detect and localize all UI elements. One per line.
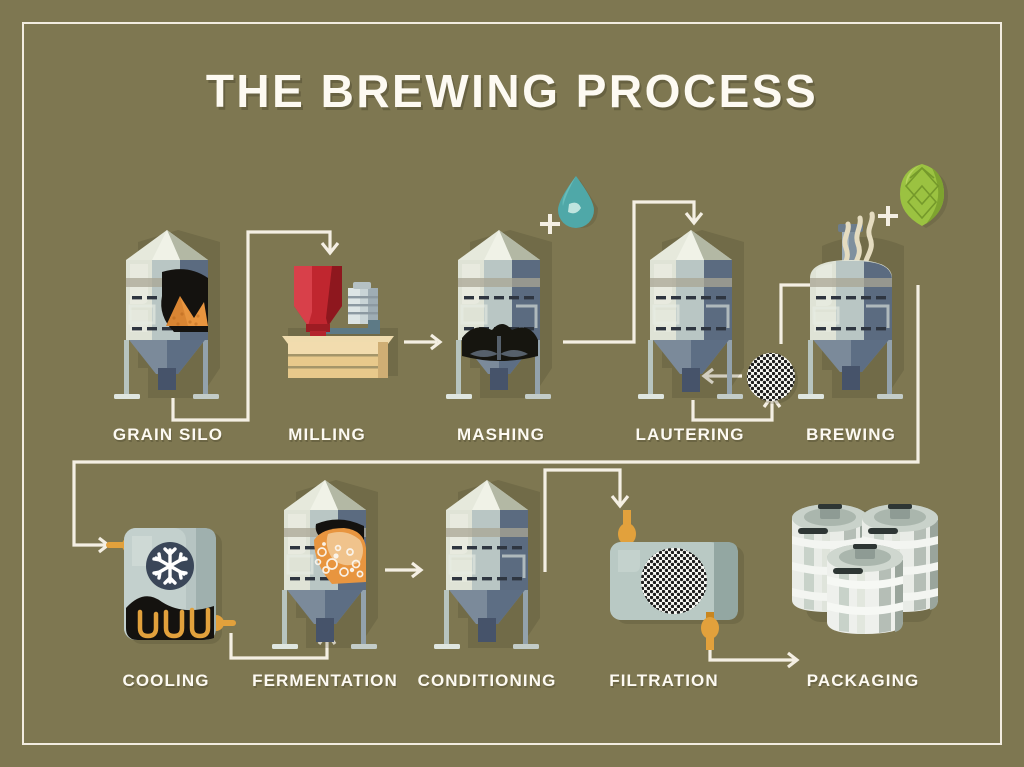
keg xyxy=(827,544,903,634)
kettle-body xyxy=(810,260,892,340)
page-title: THE BREWING PROCESS xyxy=(205,65,819,117)
equipment-mesh-filter-lautering[interactable] xyxy=(742,348,802,408)
stage-illustration-fermentation[interactable] xyxy=(266,478,402,658)
mesh-filter-icon xyxy=(747,353,795,401)
tank-legs xyxy=(272,590,377,649)
snowflake-icon xyxy=(146,542,194,590)
plus-icon xyxy=(540,214,560,234)
stage-label-mashing: MASHING xyxy=(457,425,545,444)
arrow-milling-to-mashing xyxy=(404,333,443,351)
filtration-outlet-valve xyxy=(701,612,719,650)
silo-roof xyxy=(126,230,208,260)
ingredient-water-drop[interactable] xyxy=(536,172,616,242)
stage-illustration-filtration[interactable] xyxy=(596,500,756,650)
mill-hopper xyxy=(294,266,342,339)
tank-body xyxy=(650,260,732,340)
stage-illustration-mashing[interactable] xyxy=(440,228,576,408)
kettle-legs xyxy=(798,340,903,399)
stage-label-lautering: LAUTERING xyxy=(635,425,745,444)
stage-illustration-conditioning[interactable] xyxy=(428,478,564,658)
stage-label-conditioning: CONDITIONING xyxy=(417,671,557,690)
mill-base xyxy=(282,336,394,378)
stage-illustration-grain-silo[interactable] xyxy=(108,228,244,408)
stage-illustration-lautering[interactable] xyxy=(632,228,768,408)
hop-cone-icon xyxy=(900,164,944,226)
stage-label-fermentation: FERMENTATION xyxy=(252,671,398,690)
mash-agitator xyxy=(470,336,528,360)
ingredient-hop-cone[interactable] xyxy=(876,158,966,248)
kettle-cone-outlet xyxy=(810,336,892,390)
tank-body xyxy=(458,260,540,340)
tank-legs xyxy=(638,340,743,399)
tank-cone-outlet xyxy=(284,586,366,642)
silo-legs xyxy=(114,340,219,399)
tank-cone-outlet xyxy=(446,586,528,642)
tank-roof xyxy=(650,230,732,260)
cooling-coils xyxy=(126,596,214,640)
mash-contents xyxy=(462,324,538,361)
tank-roof xyxy=(458,230,540,260)
stage-illustration-packaging[interactable] xyxy=(782,492,952,642)
stage-label-filtration: FILTRATION xyxy=(609,671,719,690)
stage-label-cooling: COOLING xyxy=(122,671,210,690)
tank-roof xyxy=(284,480,366,510)
tank-legs xyxy=(446,340,551,399)
plus-icon xyxy=(878,206,898,226)
tank-legs xyxy=(434,590,539,649)
tank-roof xyxy=(446,480,528,510)
stage-illustration-brewing[interactable] xyxy=(792,211,928,412)
stage-illustration-milling[interactable] xyxy=(276,258,404,380)
tank-cone-outlet xyxy=(650,336,732,392)
stage-label-grain-silo: GRAIN SILO xyxy=(112,425,224,444)
fermentation-contents xyxy=(314,519,366,584)
stage-illustration-cooling[interactable] xyxy=(106,520,242,650)
grain-contents xyxy=(161,269,208,332)
stage-label-packaging: PACKAGING xyxy=(806,671,920,690)
silo-cone-outlet xyxy=(126,336,208,390)
tank-body xyxy=(446,510,528,590)
water-drop-icon xyxy=(558,176,594,228)
stage-label-brewing: BREWING xyxy=(806,425,896,444)
mesh-filter-icon xyxy=(641,548,707,614)
stage-label-milling: MILLING xyxy=(288,425,366,444)
